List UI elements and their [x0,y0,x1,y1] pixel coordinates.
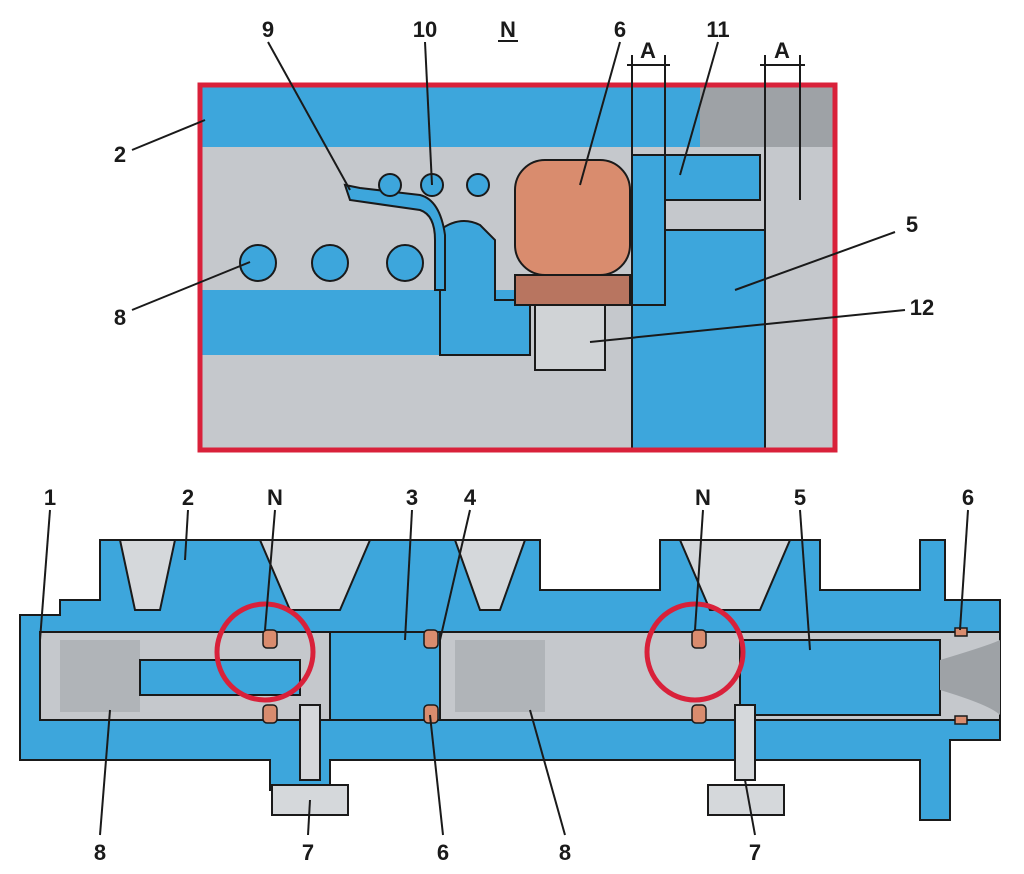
bore-end [940,640,1000,715]
spring-coils [239,173,490,282]
label-9: 9 [262,17,274,42]
section-leader-lines [39,509,969,836]
spring-1 [60,640,140,712]
label-5: 5 [794,485,806,510]
detail-title: N [500,17,516,42]
housing-metal [700,85,835,147]
seals-6 [262,627,968,725]
label-6: 6 [962,485,974,510]
leader-lines [131,41,906,343]
label-6-b: 6 [437,840,449,865]
label-7-a: 7 [302,840,314,865]
label-5: 5 [906,212,918,237]
spring-8 [455,640,545,712]
dimension-A [627,55,805,305]
label-N-1: N [267,485,283,510]
label-N-2: N [695,485,711,510]
label-11: 11 [706,17,729,42]
label-6: 6 [614,17,626,42]
label-2: 2 [114,142,126,167]
piston-5 [739,639,941,716]
label-8-b: 8 [559,840,571,865]
label-10: 10 [413,17,437,42]
label-3: 3 [406,485,418,510]
detail-view: N 9 10 6 A 11 A 2 8 5 12 [114,17,934,453]
label-A-1: A [640,38,656,63]
label-8-a: 8 [94,840,106,865]
spring-retainer-9 [343,183,446,291]
label-1: 1 [44,485,56,510]
label-12: 12 [910,295,934,320]
detail-circle-N-2 [644,601,746,703]
label-8: 8 [114,305,126,330]
detail-circle-N-1 [214,601,316,703]
piston-3 [329,631,441,721]
seal-base [514,274,631,306]
label-7-b: 7 [749,840,761,865]
section-view: 1 2 N 3 4 N 5 6 8 7 6 8 7 [19,485,1001,865]
housing-part-2 [200,85,700,147]
label-A-2: A [774,38,790,63]
seal-6 [514,159,631,276]
label-2: 2 [182,485,194,510]
detail-frame [197,82,838,453]
label-4: 4 [464,485,477,510]
stop-pin-12 [534,304,606,371]
ports-and-bolts [118,539,792,816]
